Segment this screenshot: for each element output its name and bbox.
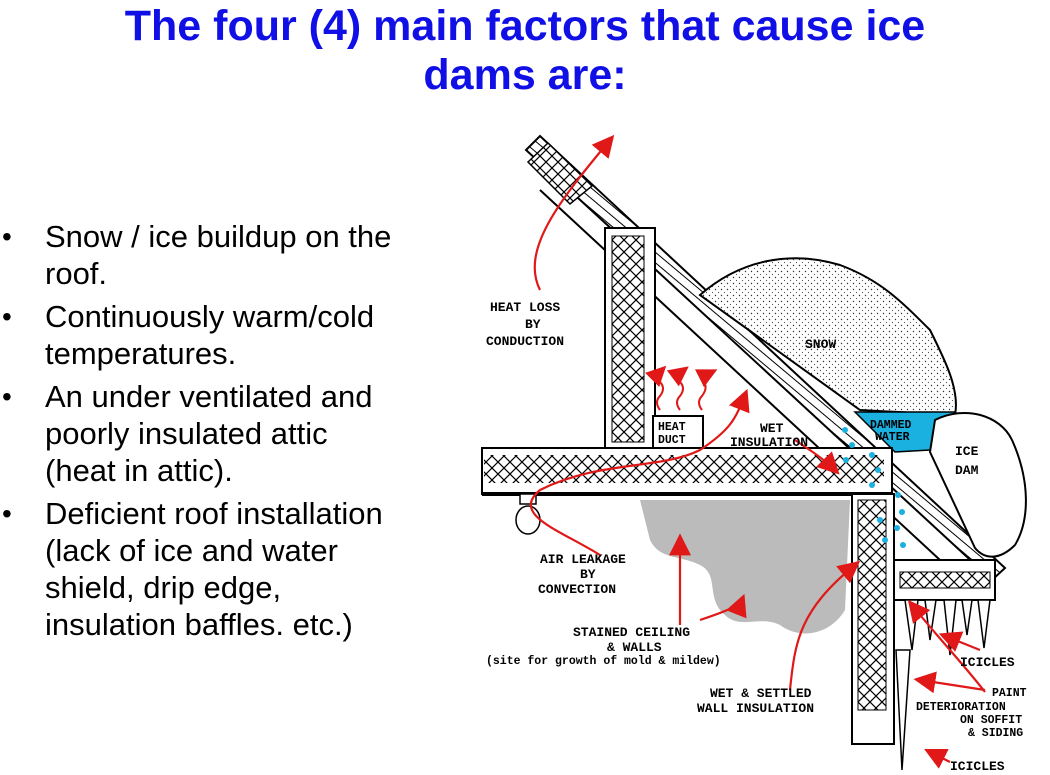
heat-loss-label-2: BY: [525, 317, 541, 332]
stained-ceiling: [640, 500, 850, 634]
slide-title: The four (4) main factors that cause ice…: [0, 2, 1050, 100]
wall-insulation: [857, 499, 887, 711]
factor-item: • An under ventilated and poorly insulat…: [0, 378, 480, 489]
factor-text: (lack of ice and water: [45, 533, 338, 568]
paint-label-3: ON SOFFIT: [960, 714, 1022, 727]
air-leakage-label-1: AIR LEAKAGE: [540, 552, 626, 567]
paint-label-1: PAINT: [992, 687, 1027, 700]
icicles-bottom-label: ICICLES: [950, 759, 1005, 774]
factor-text: roof.: [45, 256, 108, 291]
wet-wall-label-2: WALL INSULATION: [697, 701, 814, 716]
heat-duct-label-1: HEAT: [658, 421, 686, 434]
factor-text: poorly insulated attic: [45, 416, 328, 451]
bullet-icon: •: [2, 221, 12, 252]
heat-loss-label-1: HEAT LOSS: [490, 300, 560, 315]
icicles: [895, 599, 991, 771]
stained-ceiling-label-2: & WALLS: [607, 640, 662, 655]
stained-ceiling-label-1: STAINED CEILING: [573, 625, 690, 640]
heat-duct-label-2: DUCT: [658, 434, 686, 447]
title-line-2: dams are:: [423, 51, 627, 99]
flow-arrows: [529, 134, 986, 769]
factor-text: (heat in attic).: [45, 453, 233, 488]
factor-item: • Snow / ice buildup on the roof.: [0, 218, 480, 292]
wet-wall-label-1: WET & SETTLED: [710, 686, 812, 701]
factor-text: temperatures.: [45, 336, 237, 371]
bullet-icon: •: [2, 301, 12, 332]
water-drips: [842, 427, 906, 548]
wet-insulation-label-1: WET: [760, 421, 784, 436]
air-leakage-label-3: CONVECTION: [538, 582, 616, 597]
factor-text: Snow / ice buildup on the: [45, 219, 392, 254]
paint-label-2: DETERIORATION: [916, 701, 1006, 714]
paint-label-4: & SIDING: [968, 727, 1023, 740]
factor-item: • Continuously warm/cold temperatures.: [0, 298, 480, 372]
heat-loss-label-3: CONDUCTION: [486, 334, 564, 349]
light-bulb-icon: [515, 493, 541, 535]
snow-label: SNOW: [805, 337, 836, 352]
bullet-icon: •: [2, 381, 12, 412]
ice-dam-label-2: DAM: [955, 463, 979, 478]
factor-text: shield, drip edge,: [45, 570, 282, 605]
snow-layer: [698, 257, 957, 417]
factor-item: • Deficient roof installation (lack of i…: [0, 495, 480, 643]
factor-text: insulation baffles. etc.): [45, 607, 353, 642]
stained-ceiling-label-3: (site for growth of mold & mildew): [486, 655, 721, 668]
factor-list: • Snow / ice buildup on the roof. • Cont…: [0, 218, 480, 649]
factor-text: Continuously warm/cold: [45, 299, 375, 334]
air-leakage-label-2: BY: [580, 567, 596, 582]
factor-text: An under ventilated and: [45, 379, 373, 414]
icicles-top-label: ICICLES: [960, 655, 1015, 670]
bullet-icon: •: [2, 498, 12, 529]
attic-wall-insulation: [611, 235, 645, 443]
wet-insulation-label-2: INSULATION: [730, 435, 808, 450]
roof-insulation: [526, 141, 594, 206]
ice-dam-label-1: ICE: [955, 444, 979, 459]
ice-dam: [928, 411, 1027, 558]
dammed-water-label-2: WATER: [875, 431, 910, 444]
dammed-water-label-1: DAMMED: [870, 419, 912, 432]
heat-duct: [652, 415, 704, 449]
ice-dam-diagram: SNOW DAMMED WATER ICE DAM HEAT DUCT: [481, 134, 1027, 774]
title-line-1: The four (4) main factors that cause ice: [124, 2, 926, 50]
factor-text: Deficient roof installation: [45, 496, 383, 531]
